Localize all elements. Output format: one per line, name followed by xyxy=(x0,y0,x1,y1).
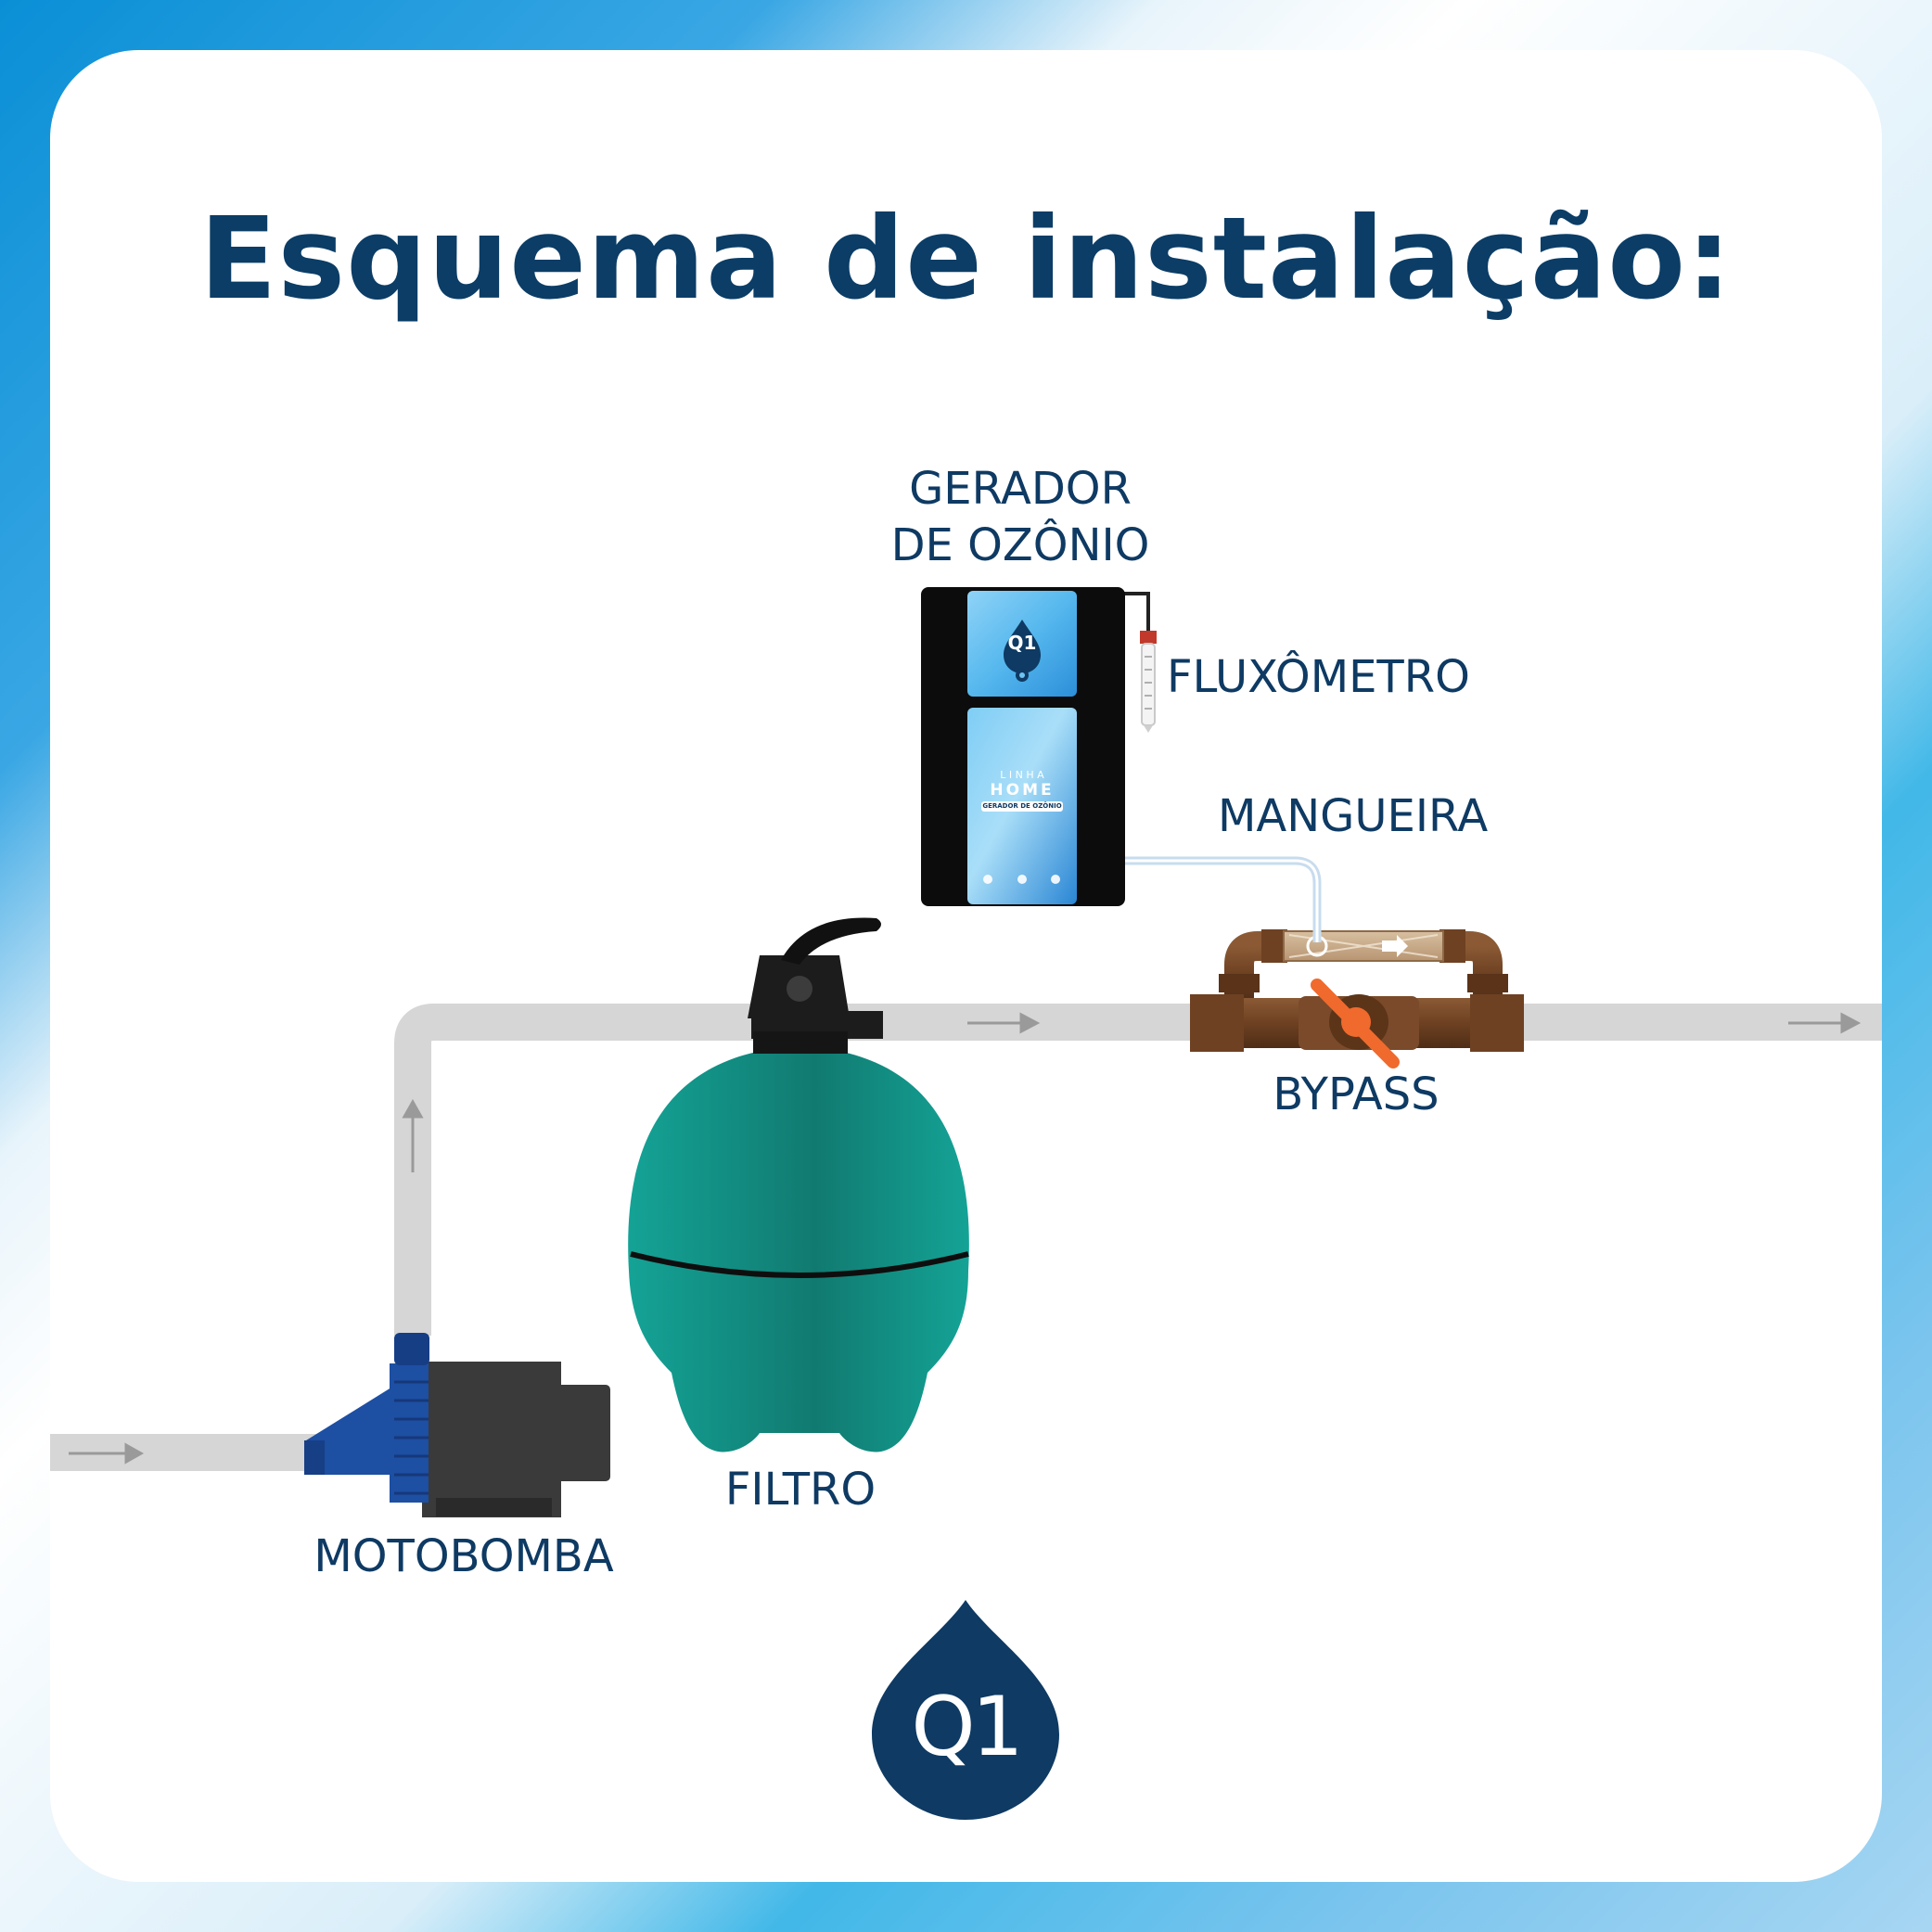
bypass-icon xyxy=(1190,929,1524,1068)
device-linha-text: L I N H A xyxy=(1000,769,1044,781)
label-bypass: BYPASS xyxy=(1273,1068,1439,1120)
page-title: Esquema de instalação: xyxy=(199,193,1733,325)
label-gerador: GERADOR DE OZÔNIO xyxy=(853,461,1187,575)
label-motobomba: MOTOBOMBA xyxy=(313,1530,614,1582)
brand-logo-icon xyxy=(872,1600,1059,1820)
pump-icon xyxy=(304,1333,610,1517)
device-logo-text: Q1 xyxy=(1007,632,1037,654)
label-gerador-line1: GERADOR xyxy=(909,463,1132,515)
flow-arrow-icon xyxy=(1788,1012,1862,1034)
device-home-text: HOME xyxy=(990,781,1055,800)
label-mangueira: MANGUEIRA xyxy=(1218,790,1489,842)
content-card xyxy=(50,50,1882,1882)
label-fluxometro: FLUXÔMETRO xyxy=(1167,651,1470,703)
flow-arrows xyxy=(69,1012,1862,1465)
device-sub-text: GERADOR DE OZÔNIO xyxy=(981,801,1063,812)
filter-icon xyxy=(628,917,969,1452)
hose-icon xyxy=(1124,856,1322,942)
flow-arrow-icon xyxy=(402,1098,424,1172)
flow-arrow-icon xyxy=(69,1442,145,1465)
flow-arrow-icon xyxy=(967,1012,1041,1034)
label-gerador-line2: DE OZÔNIO xyxy=(890,519,1150,572)
label-filtro: FILTRO xyxy=(724,1464,876,1516)
brand-logo-text: Q1 xyxy=(911,1679,1023,1774)
flowmeter-icon xyxy=(1124,592,1157,733)
